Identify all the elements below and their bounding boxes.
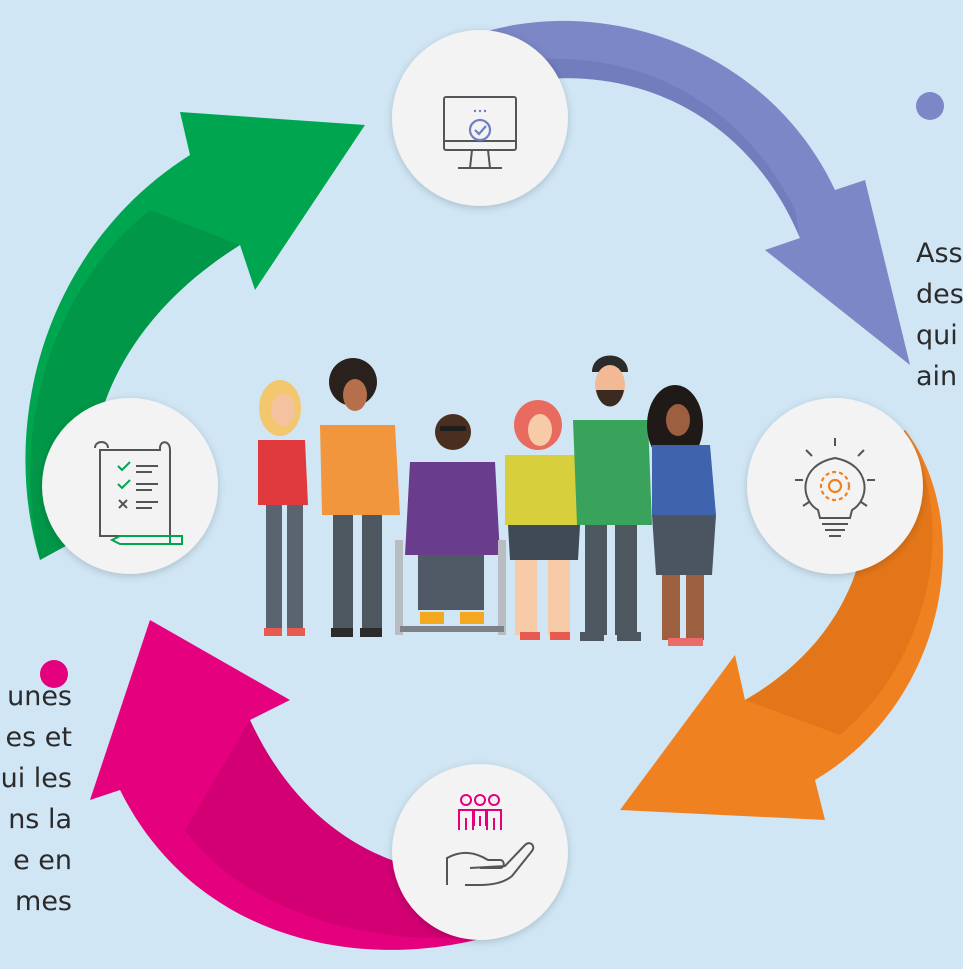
text-line: mes (15, 886, 72, 917)
text-line: qui (916, 320, 958, 351)
circle-left (42, 398, 218, 574)
text-snippet-right: Ass des qui ain (916, 233, 963, 397)
checklist-pen-icon (94, 441, 183, 545)
diverse-group-of-people-illustration (258, 355, 716, 646)
lightbulb-gear-icon (795, 438, 875, 537)
person-3 (395, 414, 506, 635)
text-line: ns la (8, 804, 72, 835)
text-line: e en (13, 845, 72, 876)
circle-bottom (392, 764, 568, 940)
bullet-dot-right (916, 92, 944, 120)
circle-top (392, 30, 568, 206)
person-2 (320, 358, 400, 637)
person-1 (258, 380, 308, 636)
person-5 (573, 355, 652, 641)
text-line: es et (5, 722, 72, 753)
bullet-dot-left (40, 660, 68, 688)
text-line: ain (916, 361, 958, 392)
text-snippet-left: unes es et ui les ns la e en mes (0, 676, 72, 922)
circle-right (747, 398, 923, 574)
person-4 (505, 400, 582, 640)
text-line: ui les (0, 763, 72, 794)
hand-holding-people-icon (446, 794, 535, 886)
monitor-check-icon (443, 96, 517, 169)
person-6 (647, 385, 716, 646)
text-line: Ass (916, 238, 963, 269)
text-line: unes (7, 681, 72, 712)
text-line: des (916, 279, 963, 310)
